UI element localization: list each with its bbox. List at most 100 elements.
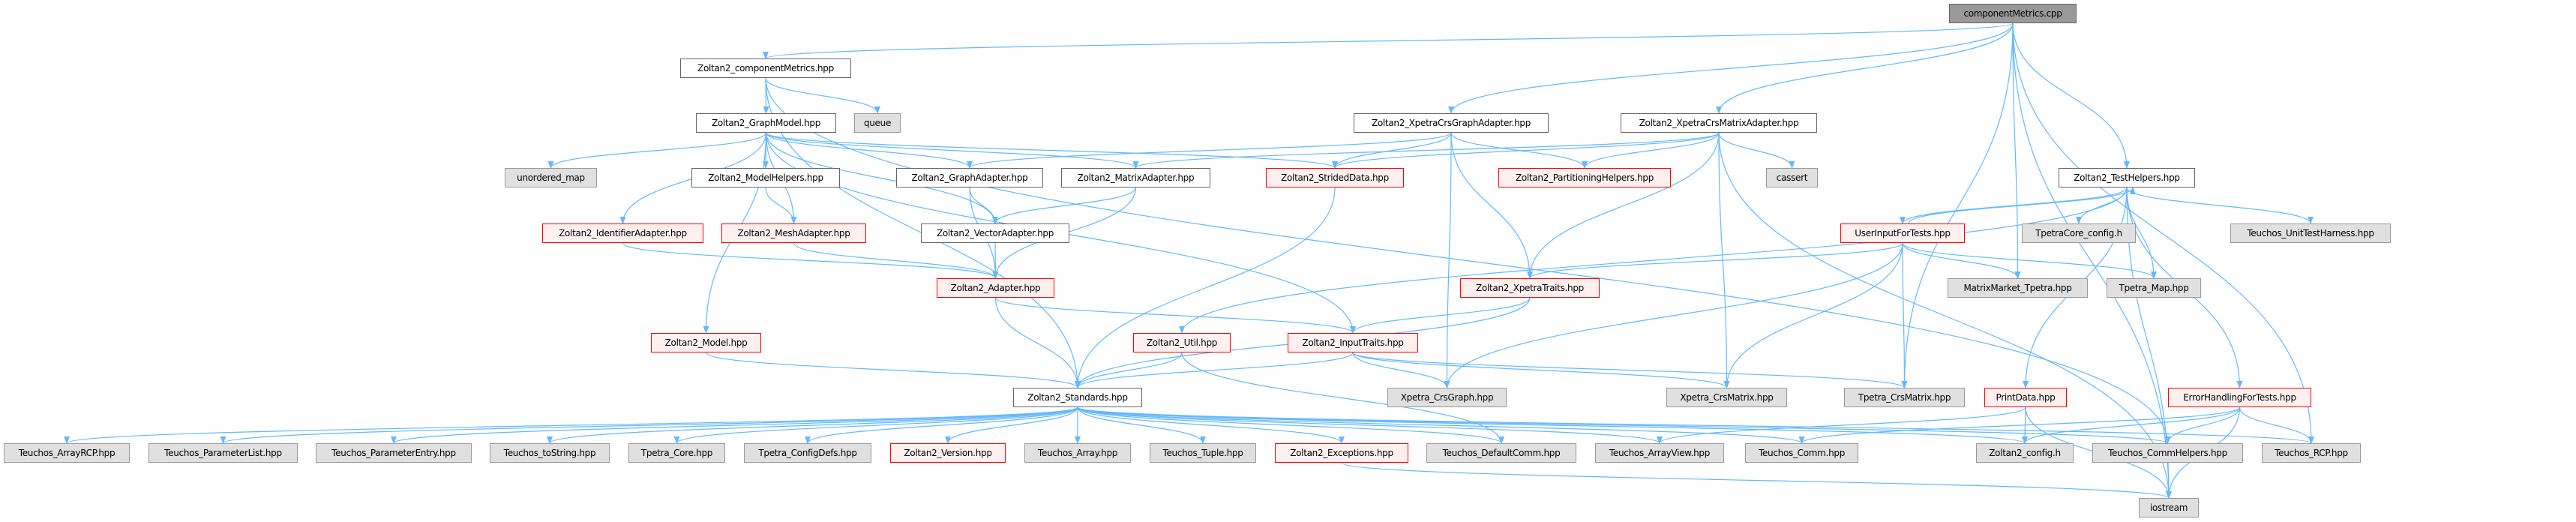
edge-gm-to-sd xyxy=(765,132,1338,169)
node-teuchos-comm-hpp[interactable]: Teuchos_Comm.hpp xyxy=(1745,443,1858,463)
edge-ma-to-va xyxy=(992,187,1137,224)
edge-cpp-to-mmt xyxy=(2012,22,2021,279)
edge-std-to-pe xyxy=(391,406,1078,444)
edge-uift-to-tmap xyxy=(1902,242,2157,279)
edge-eh-to-cfg xyxy=(2022,406,2241,444)
edge-xcma-to-xt xyxy=(1527,132,1720,279)
node-zoltan2-matrixadapter-hpp[interactable]: Zoltan2_MatrixAdapter.hpp xyxy=(1061,168,1210,188)
edge-xcma-to-ma xyxy=(1132,132,1720,169)
edge-xcma-to-cassert xyxy=(1718,132,1795,169)
edge-std-to-dc xyxy=(1077,406,1504,444)
node-zoltan2-config-h[interactable]: Zoltan2_config.h xyxy=(1976,443,2074,463)
edge-std-to-cfg xyxy=(1077,406,2028,444)
node-zoltan2-identifieradapter-hpp[interactable]: Zoltan2_IdentifierAdapter.hpp xyxy=(542,224,703,243)
edge-std-to-comm xyxy=(1077,406,1805,444)
node-zoltan2-util-hpp[interactable]: Zoltan2_Util.hpp xyxy=(1133,333,1231,352)
node-tpetra-core-hpp[interactable]: Tpetra_Core.hpp xyxy=(628,443,725,463)
edge-std-to-tcd xyxy=(805,406,1078,444)
node-tpetra-crsmatrix-hpp[interactable]: Tpetra_CrsMatrix.hpp xyxy=(1844,388,1965,407)
edge-xcga-to-xt xyxy=(1450,132,1533,279)
edge-std-to-tup xyxy=(1077,406,1206,444)
edge-util-to-std xyxy=(1075,352,1183,388)
node-zoltan2-adapter-hpp[interactable]: Zoltan2_Adapter.hpp xyxy=(937,278,1054,298)
node-zoltan2-vectoradapter-hpp[interactable]: Zoltan2_VectorAdapter.hpp xyxy=(921,224,1069,243)
node-tpetracore-config-h[interactable]: TpetraCore_config.h xyxy=(2022,224,2136,243)
node-zoltan2-standards-hpp[interactable]: Zoltan2_Standards.hpp xyxy=(1013,388,1142,407)
edge-std-to-tcore xyxy=(673,406,1078,444)
node-zoltan2-xpetracrsmatrixadapter-hpp[interactable]: Zoltan2_XpetraCrsMatrixAdapter.hpp xyxy=(1621,113,1817,133)
node-zoltan2-xpetracrsgraphadapter-hpp[interactable]: Zoltan2_XpetraCrsGraphAdapter.hpp xyxy=(1354,113,1549,133)
edge-th-to-uift xyxy=(1900,187,2128,224)
edge-eh-to-rcp xyxy=(2239,406,2314,444)
node-queue[interactable]: queue xyxy=(854,113,901,133)
node-teuchos-arrayrcp-hpp[interactable]: Teuchos_ArrayRCP.hpp xyxy=(4,443,130,463)
edge-uift-to-xt xyxy=(1527,242,1903,279)
node-zoltan2-exceptions-hpp[interactable]: Zoltan2_Exceptions.hpp xyxy=(1275,443,1408,463)
node-zoltan2-testhelpers-hpp[interactable]: Zoltan2_TestHelpers.hpp xyxy=(2059,168,2195,188)
node-teuchos-defaultcomm-hpp[interactable]: Teuchos_DefaultComm.hpp xyxy=(1426,443,1576,463)
edge-xcma-to-ios xyxy=(1718,132,2172,499)
edge-cpp-to-xcga xyxy=(1448,22,2014,114)
node-teuchos-parameterentry-hpp[interactable]: Teuchos_ParameterEntry.hpp xyxy=(316,443,472,463)
node-zoltan2-componentmetrics-hpp[interactable]: Zoltan2_componentMetrics.hpp xyxy=(680,58,851,78)
node-teuchos-array-hpp[interactable]: Teuchos_Array.hpp xyxy=(1024,443,1131,463)
node-zoltan2-graphadapter-hpp[interactable]: Zoltan2_GraphAdapter.hpp xyxy=(896,168,1043,188)
node-zoltan2-partitioninghelpers-hpp[interactable]: Zoltan2_PartitioningHelpers.hpp xyxy=(1498,168,1671,188)
edge-it-to-tcm xyxy=(1352,352,1908,388)
edge-cpp-to-xcma xyxy=(1716,22,2014,114)
node-zoltan2-meshadapter-hpp[interactable]: Zoltan2_MeshAdapter.hpp xyxy=(721,224,866,243)
node-zoltan2-version-hpp[interactable]: Zoltan2_Version.hpp xyxy=(890,443,1006,463)
edge-mesh-to-ad xyxy=(793,242,999,279)
node-tpetra-configdefs-hpp[interactable]: Tpetra_ConfigDefs.hpp xyxy=(744,443,871,463)
node-componentmetrics-cpp[interactable]: componentMetrics.cpp xyxy=(1949,4,2077,23)
edge-cpp-to-tcm xyxy=(1901,22,2014,388)
edge-cmh-to-queue xyxy=(765,77,880,114)
edge-eh-to-ch xyxy=(2164,406,2241,444)
node-tpetra-map-hpp[interactable]: Tpetra_Map.hpp xyxy=(2107,278,2201,298)
edge-ad-to-it xyxy=(994,297,1356,334)
node-errorhandlingfortests-hpp[interactable]: ErrorHandlingForTests.hpp xyxy=(2168,388,2311,407)
node-zoltan2-modelhelpers-hpp[interactable]: Zoltan2_ModelHelpers.hpp xyxy=(691,168,840,188)
node-userinputfortests-hpp[interactable]: UserInputForTests.hpp xyxy=(1840,224,1965,243)
edge-th-to-uth xyxy=(2126,187,2314,224)
edge-std-to-ch xyxy=(1077,406,2170,444)
node-xpetra-crsgraph-hpp[interactable]: Xpetra_CrsGraph.hpp xyxy=(1387,388,1507,407)
node-zoltan2-inputtraits-hpp[interactable]: Zoltan2_InputTraits.hpp xyxy=(1288,333,1418,352)
node-cassert[interactable]: cassert xyxy=(1766,168,1818,188)
edge-std-to-arcp xyxy=(64,406,1078,444)
node-teuchos-arrayview-hpp[interactable]: Teuchos_ArrayView.hpp xyxy=(1595,443,1724,463)
node-teuchos-unittestharness-hpp[interactable]: Teuchos_UnitTestHarness.hpp xyxy=(2230,224,2391,243)
node-matrixmarket-tpetra-hpp[interactable]: MatrixMarket_Tpetra.hpp xyxy=(1948,278,2088,298)
node-teuchos-tuple-hpp[interactable]: Teuchos_Tuple.hpp xyxy=(1150,443,1256,463)
edge-it-to-xcm xyxy=(1352,352,1730,388)
edge-gm-to-ga xyxy=(765,132,973,169)
edge-it-to-std xyxy=(1075,352,1354,388)
edge-va-to-ad xyxy=(992,242,999,279)
node-zoltan2-xpetratraits-hpp[interactable]: Zoltan2_XpetraTraits.hpp xyxy=(1460,278,1600,298)
node-zoltan2-strideddata-hpp[interactable]: Zoltan2_StridedData.hpp xyxy=(1266,168,1404,188)
node-teuchos-parameterlist-hpp[interactable]: Teuchos_ParameterList.hpp xyxy=(148,443,298,463)
node-teuchos-rcp-hpp[interactable]: Teuchos_RCP.hpp xyxy=(2262,443,2361,463)
node-iostream[interactable]: iostream xyxy=(2139,498,2199,518)
edge-xcga-to-sd xyxy=(1332,132,1452,169)
edge-model-to-std xyxy=(705,352,1081,388)
edge-uift-to-tcm xyxy=(1901,242,1908,388)
edge-sd-to-std xyxy=(1075,187,1336,388)
node-teuchos-commhelpers-hpp[interactable]: Teuchos_CommHelpers.hpp xyxy=(2092,443,2243,463)
edge-cpp-to-ios xyxy=(2012,22,2172,499)
edge-cpp-to-rcp xyxy=(2012,22,2314,444)
edge-std-to-tostr xyxy=(547,406,1078,444)
node-xpetra-crsmatrix-hpp[interactable]: Xpetra_CrsMatrix.hpp xyxy=(1666,388,1787,407)
edge-gm-to-ma xyxy=(765,132,1139,169)
node-unordered-map[interactable]: unordered_map xyxy=(505,168,597,188)
edge-uift-to-xcg xyxy=(1444,242,1903,388)
edge-ia-to-ad xyxy=(622,242,999,279)
node-zoltan2-graphmodel-hpp[interactable]: Zoltan2_GraphModel.hpp xyxy=(696,113,836,133)
node-teuchos-tostring-hpp[interactable]: Teuchos_toString.hpp xyxy=(490,443,610,463)
edge-xcga-to-xcg xyxy=(1444,132,1452,388)
node-zoltan2-model-hpp[interactable]: Zoltan2_Model.hpp xyxy=(651,333,761,352)
edge-cmh-to-ch xyxy=(765,77,2171,444)
node-printdata-hpp[interactable]: PrintData.hpp xyxy=(1984,388,2067,407)
edge-cpp-to-cmh xyxy=(763,22,2014,59)
